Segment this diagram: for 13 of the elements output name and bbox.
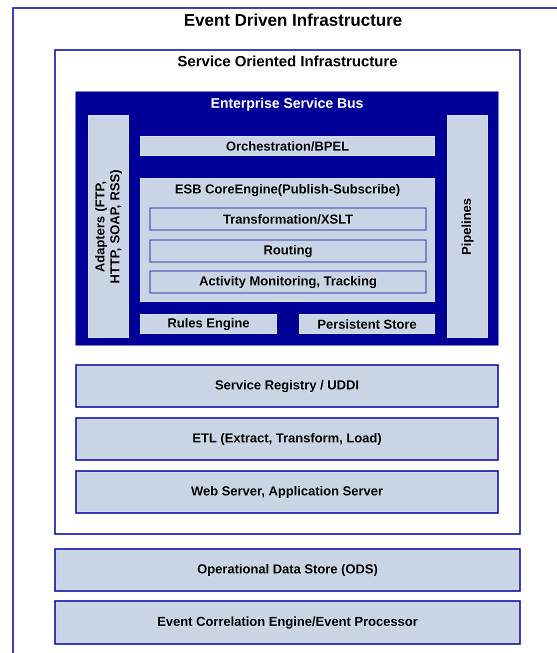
vertical-box: Pipelines — [447, 115, 488, 338]
layer-box: Routing — [150, 240, 426, 262]
layer-box: Operational Data Store (ODS) — [54, 548, 521, 592]
layer-box: Service Registry / UDDI — [75, 364, 499, 408]
vertical-box: Adapters (FTP, HTTP, SOAP, RSS) — [88, 115, 129, 338]
layer-box: Activity Monitoring, Tracking — [150, 270, 426, 294]
layer-box: Orchestration/BPEL — [140, 136, 435, 156]
layer-box: Event Correlation Engine/Event Processor — [54, 600, 521, 645]
layer-box: ETL (Extract, Transform, Load) — [75, 417, 499, 461]
layer-box: Rules Engine — [140, 314, 277, 334]
layer-box: Persistent Store — [299, 314, 435, 334]
layer-box: Transformation/XSLT — [150, 208, 426, 230]
layer-box: Web Server, Application Server — [75, 470, 499, 514]
